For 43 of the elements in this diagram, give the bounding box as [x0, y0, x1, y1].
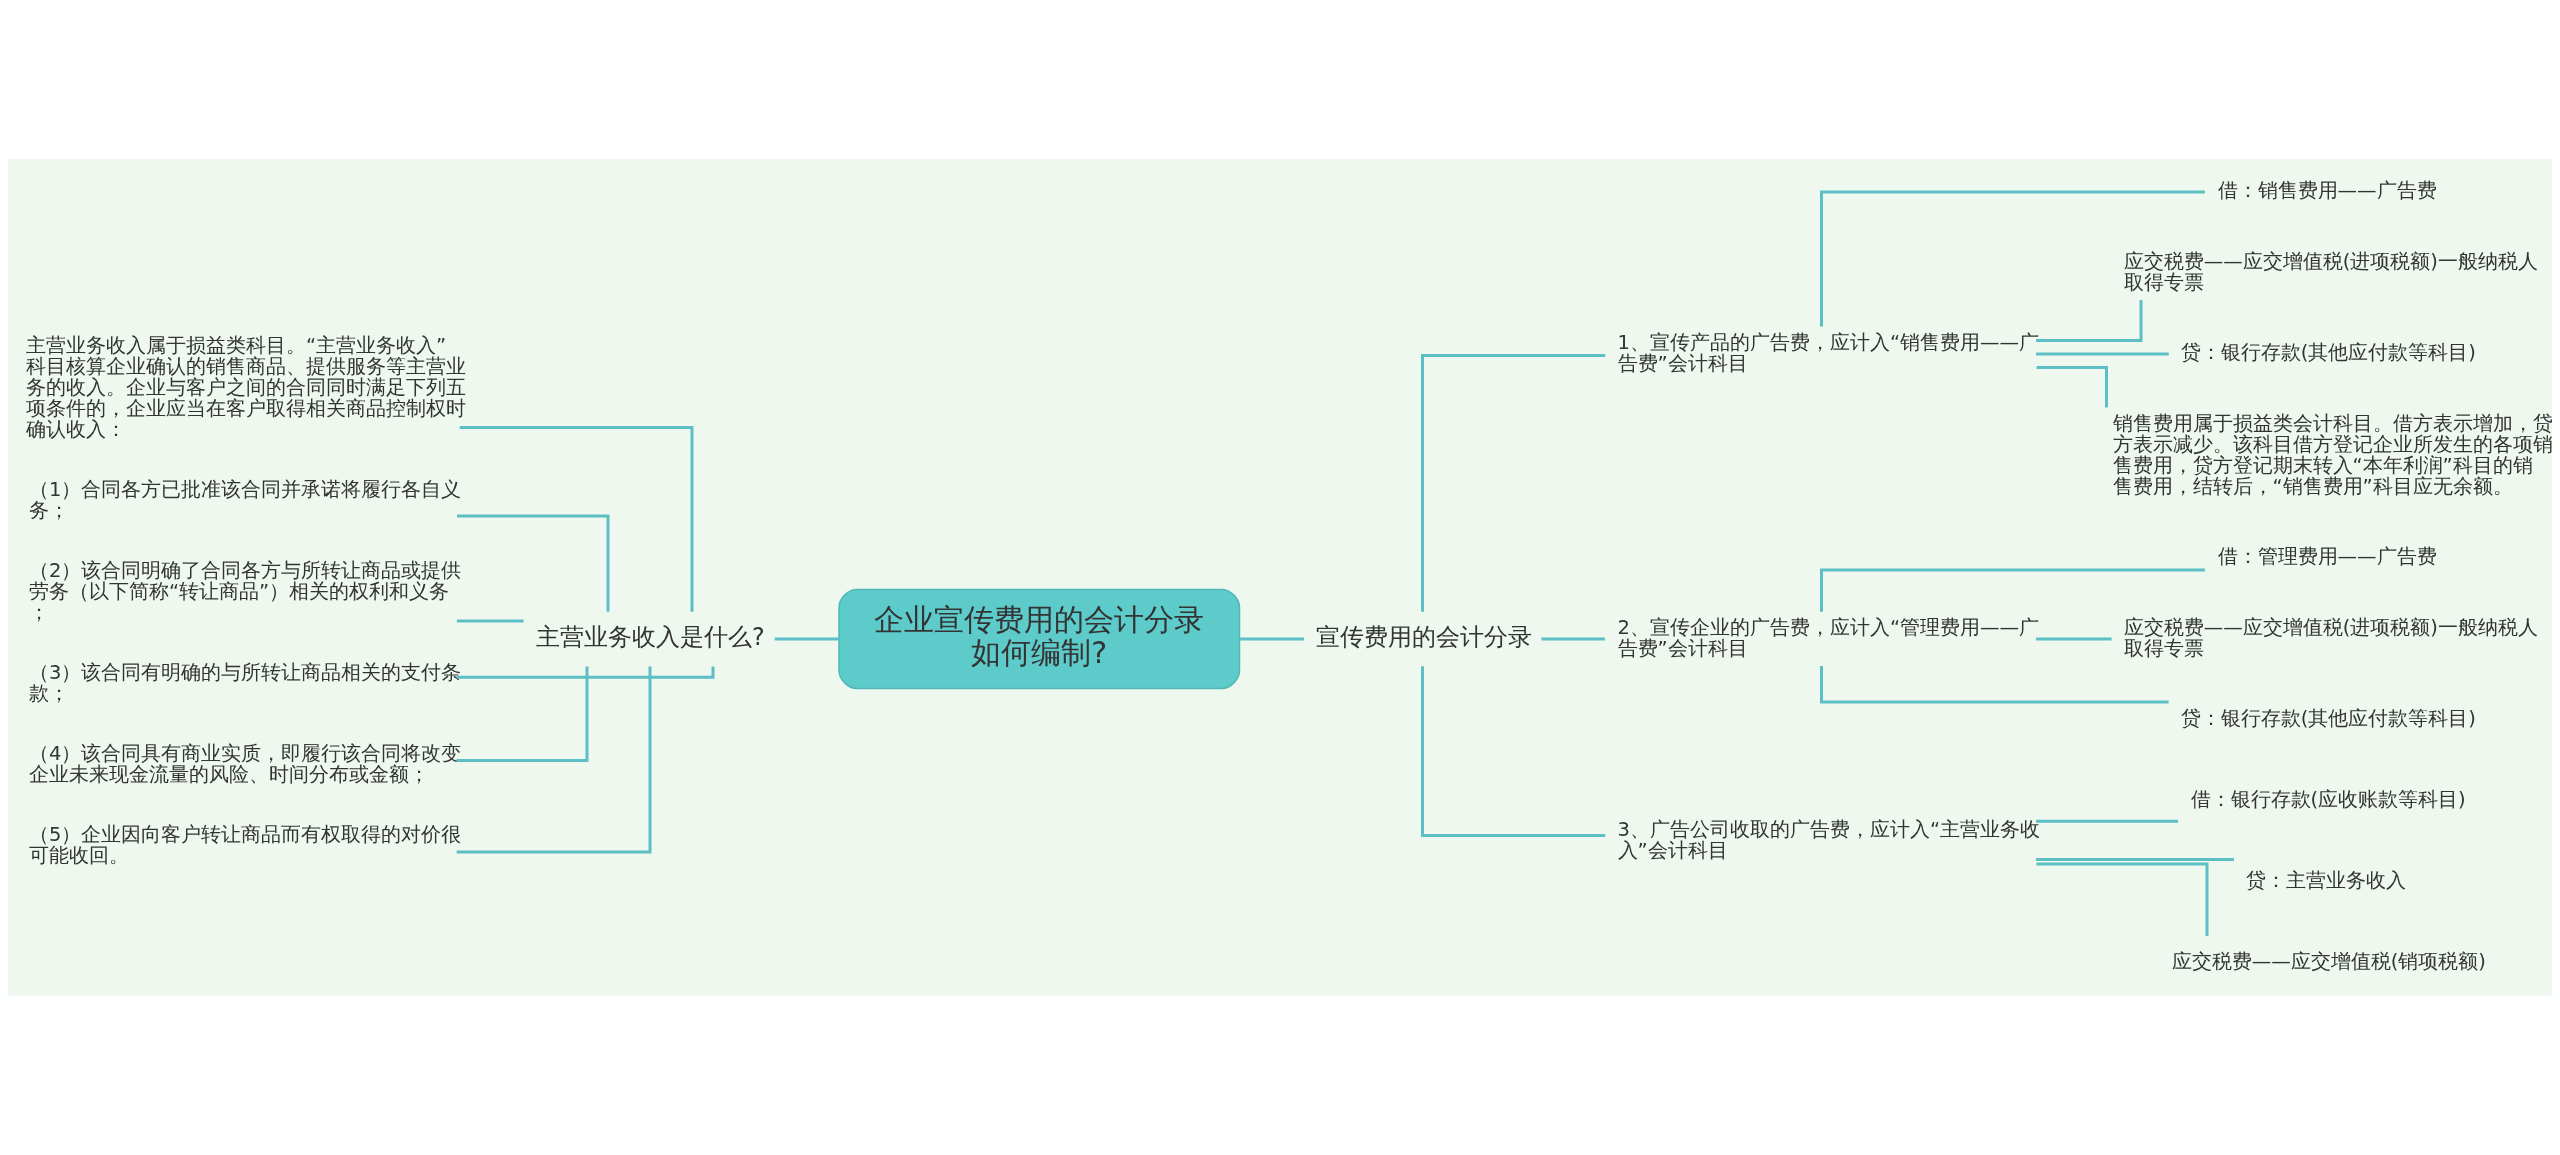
node-text: 贷：银行存款(其他应付款等科目)	[2180, 341, 2476, 365]
connector	[456, 666, 715, 679]
connector	[2036, 862, 2209, 936]
node-text: （5）企业因向客户转让商品而有权取得的对价很可能收回。	[29, 822, 462, 867]
node-text: 3、广告公司收取的广告费，应计入“主营业务收入”会计科目	[1617, 818, 2041, 863]
connector	[1820, 666, 2169, 704]
connector	[1820, 190, 2205, 327]
connector	[1239, 637, 1304, 641]
node-text: 主营业务收入是什么?	[536, 622, 765, 651]
connector	[2036, 637, 2112, 641]
connector	[456, 619, 524, 623]
connector	[457, 514, 610, 612]
connector	[774, 637, 839, 641]
connector	[2036, 366, 2108, 408]
connector	[2036, 300, 2143, 342]
connector	[2036, 819, 2179, 823]
node-text: 宣传费用的会计分录	[1316, 622, 1532, 651]
connector	[1421, 354, 1606, 612]
node-text: 借：管理费用——广告费	[2217, 545, 2437, 569]
node-text: 主营业务收入属于损益类科目。“主营业务收入”科目核算企业确认的销售商品、提供服务等主营业务的收入。企业与客户之间的合同同时满足下列五项条件的，企业应当在客户取得相关商品控制权时确认收入：	[26, 333, 466, 441]
connector	[459, 426, 694, 612]
node-text: 借：销售费用——广告费	[2217, 179, 2437, 203]
connector	[2036, 858, 2234, 861]
node-text: （4）该合同具有商业实质，即履行该合同将改变企业未来现金流量的风险、时间分布或金额；	[29, 741, 462, 786]
node-text: 应交税费——应交增值税(进项税额)一般纳税人取得专票	[2123, 615, 2538, 660]
connector	[456, 666, 652, 854]
node-text: （1）合同各方已批准该合同并承诺将履行各自义务；	[29, 477, 462, 522]
node-box: 企业宣传费用的会计分录如何编制?	[838, 588, 1241, 690]
connector	[1820, 568, 2205, 612]
node-text: 应交税费——应交增值税(进项税额)一般纳税人取得专票	[2123, 249, 2538, 294]
node-text: 销售费用属于损益类会计科目。借方表示增加，贷方表示减少。该科目借方登记企业所发生的各项销售费用，贷方登记期末转入“本年利润”科目的销售费用，结转后，“销售费用”科目应无余额。	[2112, 411, 2553, 498]
connector	[1421, 666, 1606, 837]
node-text: 借：银行存款(应收账款等科目)	[2190, 788, 2466, 812]
node-text: （2）该合同明确了合同各方与所转让商品或提供劳务（以下简称“转让商品”）相关的权利和义务；	[29, 558, 462, 624]
connector	[1541, 637, 1605, 641]
node-text: （3）该合同有明确的与所转让商品相关的支付条款；	[29, 660, 462, 705]
node-text: 贷：银行存款(其他应付款等科目)	[2180, 707, 2476, 731]
connector	[2036, 352, 2169, 356]
connector	[456, 666, 589, 762]
node-text: 2、宣传企业的广告费，应计入“管理费用——广告费”会计科目	[1617, 615, 2040, 660]
node-text: 应交税费——应交增值税(销项税额)	[2171, 950, 2486, 974]
node-text: 1、宣传产品的广告费，应计入“销售费用——广告费”会计科目	[1617, 330, 2040, 375]
node-text: 贷：主营业务收入	[2246, 869, 2406, 893]
